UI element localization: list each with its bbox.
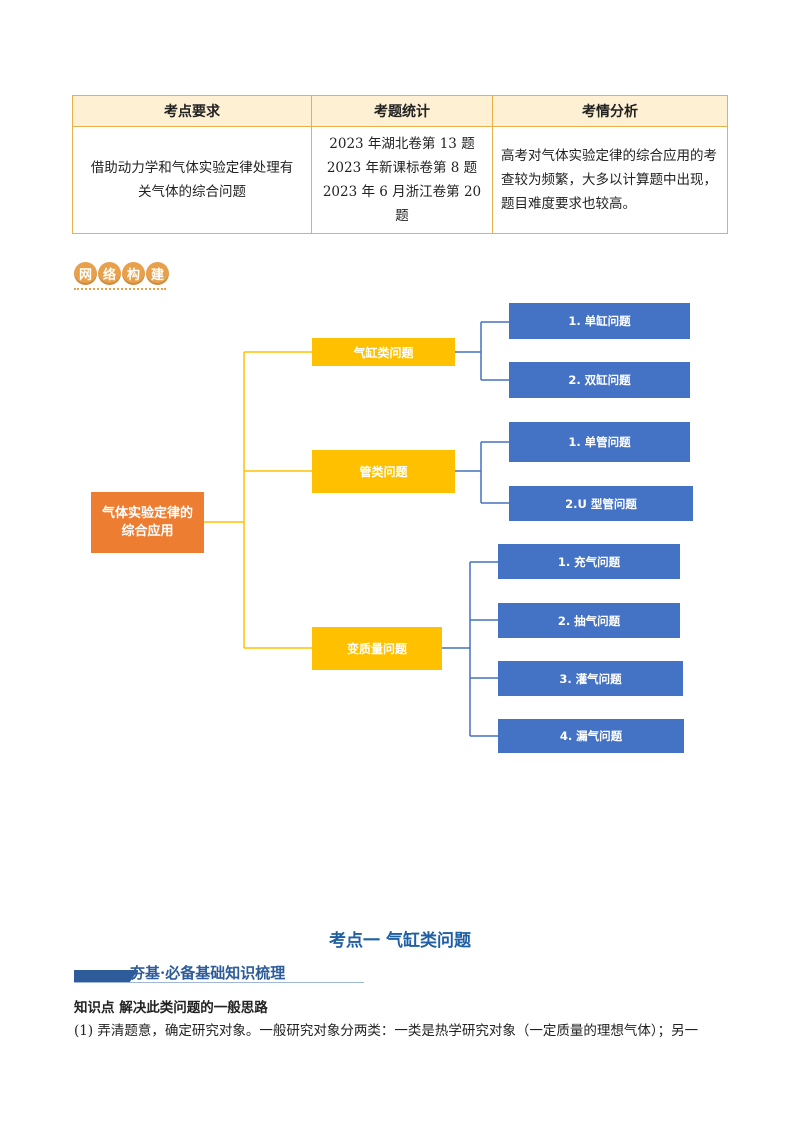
leaf-node: 1. 充气问题 bbox=[498, 544, 680, 579]
root-node: 气体实验定律的综合应用 bbox=[91, 492, 204, 553]
badge-char: 构 bbox=[122, 262, 145, 285]
stat-line: 2023 年湖北卷第 13 题 bbox=[329, 136, 475, 152]
table-header-row: 考点要求 考题统计 考情分析 bbox=[72, 95, 728, 127]
network-build-badge: 网 络 构 建 bbox=[74, 262, 169, 286]
banner-text: 夯基·必备基础知识梳理 bbox=[130, 964, 286, 982]
leaf-node: 1. 单管问题 bbox=[509, 422, 690, 462]
section-title: 考点一 气缸类问题 bbox=[329, 931, 471, 951]
knowledge-point-title: 知识点 解决此类问题的一般思路 bbox=[74, 1000, 268, 1016]
badge-char: 络 bbox=[98, 262, 121, 285]
exam-analysis-table: 考点要求 考题统计 考情分析 借助动力学和气体实验定律处理有关气体的综合问题 2… bbox=[72, 95, 728, 234]
badge-char: 建 bbox=[146, 262, 169, 285]
connector-line bbox=[442, 561, 498, 737]
analysis-cell: 高考对气体实验定律的综合应用的考查较为频繁，大多以计算题中出现，题目难度要求也较… bbox=[492, 126, 728, 234]
connector-line bbox=[455, 441, 509, 504]
stats-cell: 2023 年湖北卷第 13 题 2023 年新课标卷第 8 题 2023 年 6… bbox=[311, 126, 493, 234]
connector-line bbox=[455, 321, 509, 381]
table-row: 借助动力学和气体实验定律处理有关气体的综合问题 2023 年湖北卷第 13 题 … bbox=[72, 126, 728, 234]
leaf-node: 1. 单缸问题 bbox=[509, 303, 690, 339]
stat-line: 2023 年新课标卷第 8 题 bbox=[326, 160, 478, 176]
banner-underline bbox=[74, 982, 364, 983]
leaf-node: 3. 灌气问题 bbox=[498, 661, 683, 696]
requirement-cell: 借助动力学和气体实验定律处理有关气体的综合问题 bbox=[72, 126, 312, 234]
leaf-node: 4. 漏气问题 bbox=[498, 719, 684, 753]
leaf-node: 2. 抽气问题 bbox=[498, 603, 680, 638]
badge-underline bbox=[74, 288, 166, 292]
branch-node: 气缸类问题 bbox=[312, 338, 455, 366]
leaf-node: 2. 双缸问题 bbox=[509, 362, 690, 398]
banner-bar bbox=[74, 970, 122, 982]
branch-node: 管类问题 bbox=[312, 450, 455, 493]
branch-node: 变质量问题 bbox=[312, 627, 442, 670]
body-paragraph: (1) 弄清题意，确定研究对象。一般研究对象分两类：一类是热学研究对象（一定质量… bbox=[74, 1023, 699, 1039]
section-banner: 夯基·必备基础知识梳理 bbox=[74, 962, 374, 984]
badge-char: 网 bbox=[74, 262, 97, 285]
stat-line: 2023 年 6 月浙江卷第 20 题 bbox=[322, 184, 482, 224]
leaf-node: 2.U 型管问题 bbox=[509, 486, 693, 521]
table-header: 考点要求 bbox=[72, 95, 312, 127]
